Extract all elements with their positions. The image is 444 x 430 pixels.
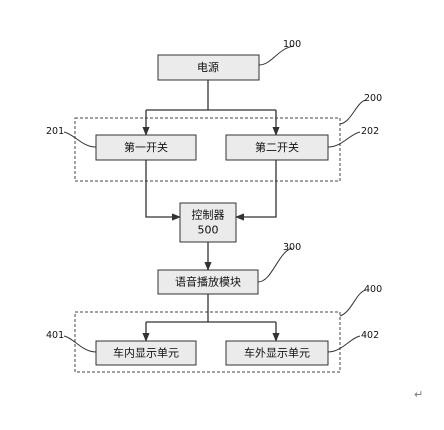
voice-module-label: 语音播放模块 [175, 275, 241, 289]
power-label: 电源 [197, 60, 219, 74]
controller-label: 控制器 [192, 208, 225, 222]
switch2-box: 第二开关 [225, 134, 329, 161]
return-mark: ↵ [414, 388, 423, 401]
ref-401: 401 [46, 330, 64, 341]
inner-display-box: 车内显示单元 [95, 340, 197, 366]
ref-100: 100 [283, 39, 301, 50]
reference-leaders [63, 45, 367, 353]
ref-201: 201 [46, 126, 64, 137]
ref-200: 200 [364, 93, 382, 104]
controller-number: 500 [198, 224, 219, 237]
controller-box: 控制器 500 [179, 202, 237, 243]
outer-display-label: 车外显示单元 [244, 346, 310, 360]
inner-display-label: 车内显示单元 [113, 346, 179, 360]
ref-300: 300 [283, 242, 301, 253]
power-box: 电源 [157, 54, 260, 81]
ref-402: 402 [361, 330, 379, 341]
connectors [142, 80, 280, 342]
switch1-box: 第一开关 [95, 134, 197, 161]
ref-202: 202 [361, 126, 379, 137]
switch1-label: 第一开关 [124, 140, 168, 154]
ref-400: 400 [364, 284, 382, 295]
switch-group-frame [74, 117, 341, 182]
outer-display-box: 车外显示单元 [225, 340, 329, 366]
voice-module-box: 语音播放模块 [157, 269, 259, 295]
switch2-label: 第二开关 [255, 140, 299, 154]
